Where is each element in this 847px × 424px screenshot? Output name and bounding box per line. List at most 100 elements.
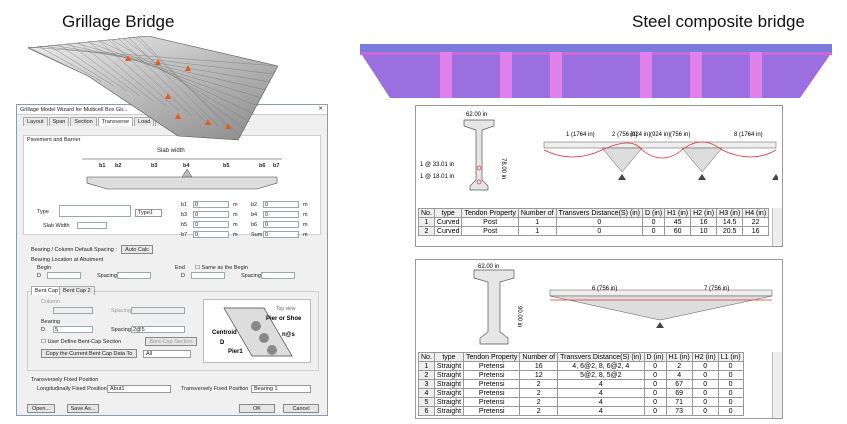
unit-label: m <box>303 212 308 218</box>
auto-calc-button[interactable]: Auto Calc <box>121 245 153 254</box>
table-cell: 2 <box>519 406 559 416</box>
bearing-marker <box>155 59 161 65</box>
field-input[interactable] <box>263 221 299 228</box>
table-cell: 0 <box>717 397 744 407</box>
bearing-d-input[interactable] <box>53 326 93 333</box>
bottom-scrollbar[interactable] <box>772 352 782 418</box>
b-label: b4 <box>183 163 190 169</box>
table-cell: 12 <box>519 370 559 380</box>
table-cell: 16 <box>519 361 559 371</box>
column-header: H4 (in) <box>742 208 770 218</box>
column-header: L1 (in) <box>717 352 744 362</box>
same-as-begin-label: Same as the Begin <box>201 265 248 271</box>
table-cell: 4 <box>665 370 693 380</box>
table-cell: Straight <box>433 379 465 389</box>
table-cell: 0 <box>643 397 667 407</box>
bearing-marker <box>125 55 131 61</box>
table-cell: 0 <box>717 406 744 416</box>
top-scrollbar[interactable] <box>772 208 782 246</box>
bearing-marker <box>165 93 171 99</box>
field-input[interactable] <box>193 221 229 228</box>
end-spacing-input[interactable] <box>261 272 295 279</box>
type-select[interactable]: Type1 <box>135 209 162 217</box>
close-icon[interactable]: ✕ <box>318 106 323 112</box>
copy-target-select[interactable]: All <box>143 350 191 358</box>
field-input[interactable] <box>263 201 299 208</box>
field-value: 0 <box>265 232 269 238</box>
user-define-label: User Define Bent-Cap Section <box>47 339 122 345</box>
span-label: 2 (756 in) <box>612 132 638 138</box>
nos-label: n@s <box>282 332 296 338</box>
top-elevation <box>543 141 778 180</box>
begin-spacing-input[interactable] <box>117 272 151 279</box>
bottom-section-panel: 62.00 in 90.00 in 6 (756 in)7 (756 in) N… <box>415 259 783 419</box>
table-cell: 4 <box>557 397 645 407</box>
tab-load[interactable]: Load <box>134 117 155 126</box>
user-define-checkbox[interactable]: ☐ User Define Bent-Cap Section <box>41 339 122 345</box>
tab-bent-cap-2[interactable]: Bent Cap 2 <box>59 286 95 295</box>
tab-section[interactable]: Section <box>70 117 97 126</box>
open-button[interactable]: Open... <box>27 404 55 413</box>
bearing-select[interactable]: Bearing 1 <box>251 385 311 393</box>
field-value: 0 <box>195 202 199 208</box>
table-cell: 73 <box>665 406 693 416</box>
table-cell: 0 <box>691 397 719 407</box>
steel-bridge-3d <box>360 44 832 98</box>
ok-button[interactable]: OK <box>239 404 275 413</box>
end-d-label: D <box>181 273 185 279</box>
cancel-button[interactable]: Cancel <box>283 404 319 413</box>
table-cell: 4 <box>557 406 645 416</box>
column-label: Column <box>41 299 60 305</box>
table-cell: 0 <box>691 388 719 398</box>
table-cell: 4 <box>418 388 435 398</box>
column-header: H2 (in) <box>690 208 718 218</box>
column-header: type <box>433 352 465 362</box>
field-input[interactable] <box>193 201 229 208</box>
column-header: H1 (in) <box>665 352 693 362</box>
copy-bent-cap-button[interactable]: Copy the Current Bent Cap Data To <box>41 349 137 358</box>
begin-d-input[interactable] <box>47 272 81 279</box>
bearing-spacing-input[interactable] <box>131 326 185 333</box>
table-cell: 60 <box>664 226 692 236</box>
column-spacing-input[interactable] <box>131 307 185 314</box>
span-label: 8 (1764 in) <box>734 132 763 138</box>
field-input[interactable] <box>193 211 229 218</box>
field-label: b7 <box>181 232 188 238</box>
same-as-begin-checkbox[interactable]: ☐ Same as the Begin <box>195 265 248 271</box>
column-header: Number of <box>519 352 559 362</box>
table-cell: 2 <box>418 370 435 380</box>
tab-layout[interactable]: Layout <box>23 117 48 126</box>
table-cell: 0 <box>717 361 744 371</box>
span-label: (924 in) <box>650 132 671 138</box>
tab-span[interactable]: Span <box>48 117 70 126</box>
bent-cap-section-button[interactable]: Bent-Cap Section <box>145 337 197 346</box>
column-header: D (in) <box>641 208 666 218</box>
table-cell: 0 <box>717 370 744 380</box>
field-input[interactable] <box>263 231 299 238</box>
slab-width-input[interactable] <box>77 222 107 229</box>
top-view-label: Top view <box>276 306 296 312</box>
column-header: Tendon Property <box>461 208 519 218</box>
field-input[interactable] <box>263 211 299 218</box>
column-d-input[interactable] <box>53 307 93 314</box>
bent-cap-diagram: Top view Pier or Shoe Centroid D Pier1 n… <box>203 299 311 363</box>
table-cell: 67 <box>665 379 693 389</box>
bearing-d-value: 5 <box>55 327 59 333</box>
tab-transverse[interactable]: Transverse <box>97 117 134 126</box>
save-as-button[interactable]: Save As... <box>67 404 99 413</box>
end-d-input[interactable] <box>191 272 225 279</box>
abut-select[interactable]: Abut1 <box>107 385 171 393</box>
field-input[interactable] <box>193 231 229 238</box>
field-label: b2 <box>251 202 258 208</box>
